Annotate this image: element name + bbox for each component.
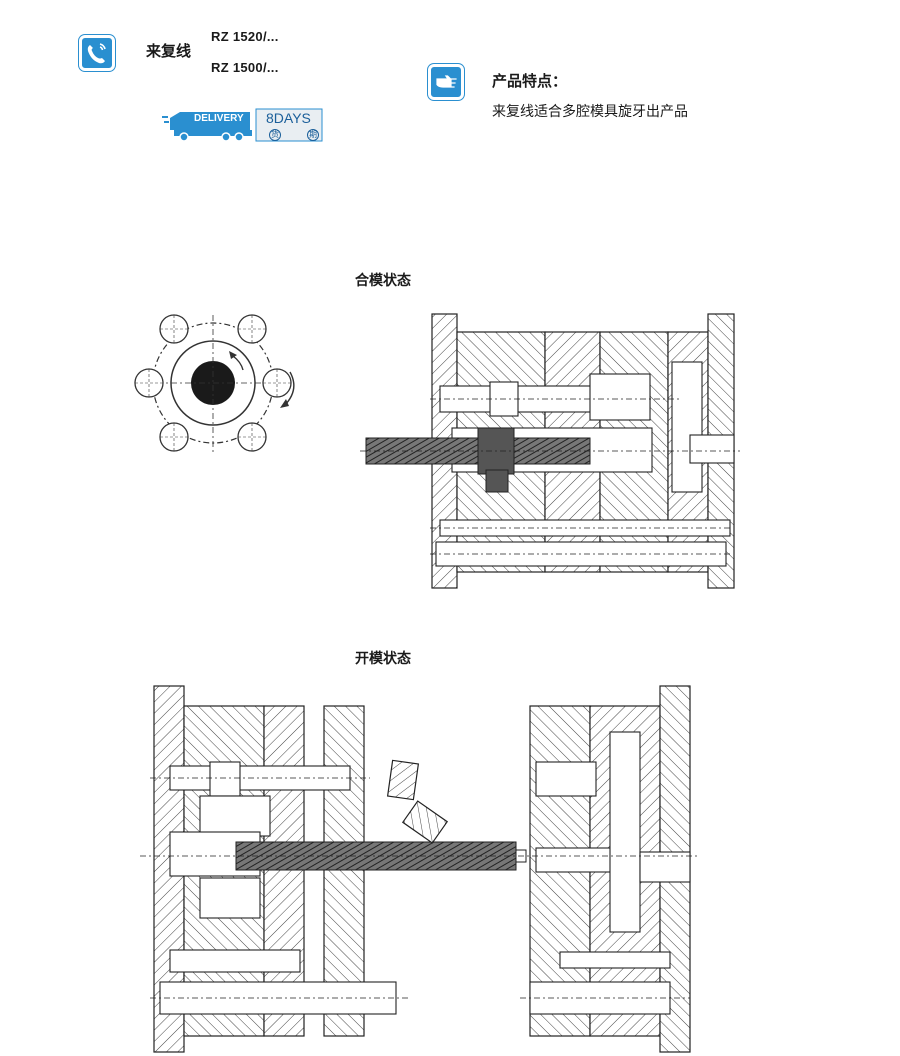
- delivery-truck-icon: [162, 108, 323, 142]
- open-state-title: 开模状态: [355, 651, 411, 667]
- pointing-hand-icon: [428, 64, 464, 100]
- cavity-layout-diagram: [134, 314, 295, 455]
- delivery-days-sub-1: 货: [269, 129, 281, 141]
- model-number-2: RZ 1500/...: [211, 60, 279, 75]
- features-title: 产品特点：: [492, 72, 568, 90]
- delivery-days-sub-2: 期: [307, 129, 319, 141]
- open-mold-section: [140, 685, 700, 1053]
- model-number-1: RZ 1520/...: [211, 29, 279, 44]
- phone-icon: [79, 35, 115, 71]
- closed-mold-section: [360, 313, 740, 589]
- product-name: 来复线: [146, 42, 192, 60]
- features-text: 来复线适合多腔模具旋牙出产品: [492, 104, 688, 120]
- delivery-badge: DELIVERY 8DAYS 货 期: [162, 108, 324, 144]
- closed-state-title: 合模状态: [355, 273, 411, 289]
- delivery-days: 8DAYS: [266, 110, 311, 126]
- delivery-label: DELIVERY: [194, 113, 244, 124]
